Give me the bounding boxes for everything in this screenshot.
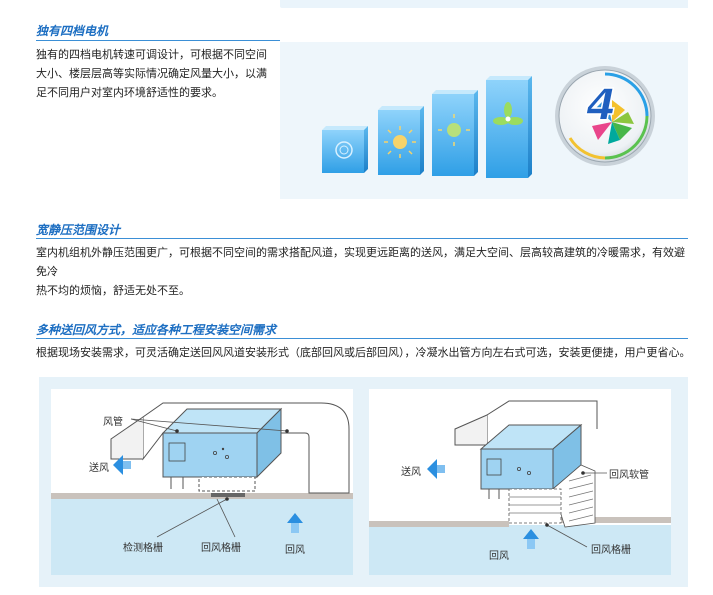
- label-return-grille: 回风格栅: [201, 543, 241, 554]
- body-line: 室内机组机外静压范围更广，可根据不同空间的需求搭配风道，实现更远距离的送风，满足…: [36, 246, 685, 278]
- installation-diagrams: 风管 送风 检测格栅 回风格栅 回风: [39, 377, 688, 587]
- speed-cube-1: [322, 126, 368, 173]
- section-title-air-modes: 多种送回风方式，适应各种工程安装空间需求: [36, 323, 277, 337]
- section-rule-static-pressure: [36, 238, 688, 239]
- body-line: 足不同用户对室内环境舒适性的要求。: [36, 86, 223, 99]
- return-arrow-icon: [287, 513, 303, 523]
- body-line: 根据现场安装需求，可灵活确定送回风风道安装形式（底部回风或后部回风），冷凝水出管…: [36, 346, 691, 359]
- speed-cube-2: [378, 106, 424, 175]
- badge-digit: 4: [585, 80, 617, 131]
- body-line: 热不均的烦恼，舒适无处不至。: [36, 284, 190, 297]
- supply-arrow-icon: [427, 459, 437, 479]
- motor-illustration-panel: 4: [280, 42, 688, 199]
- label-duct: 风管: [103, 417, 123, 428]
- four-speed-badge: 4: [555, 66, 655, 166]
- section-title-static-pressure: 宽静压范围设计: [36, 223, 121, 237]
- speed-cube-4: [486, 76, 532, 178]
- bottom-return-drawing: [51, 402, 353, 575]
- label-return-air: 回风: [489, 551, 509, 562]
- section-rule-motor: [36, 40, 280, 41]
- section-body-motor: 独有的四档电机转速可调设计，可根据不同空间 大小、楼层层高等实际情况确定风量大小…: [36, 45, 276, 102]
- section-body-air-modes: 根据现场安装需求，可灵活确定送回风风道安装形式（底部回风或后部回风），冷凝水出管…: [36, 343, 691, 362]
- body-line: 独有的四档电机转速可调设计，可根据不同空间: [36, 48, 267, 61]
- label-inspect-grille: 检测格栅: [123, 543, 163, 554]
- rear-return-drawing: [369, 400, 671, 575]
- section-body-static-pressure: 室内机组机外静压范围更广，可根据不同空间的需求搭配风道，实现更远距离的送风，满足…: [36, 243, 691, 300]
- section-rule-air-modes: [36, 338, 688, 339]
- pinwheel-icon: [592, 98, 634, 144]
- supply-arrow-icon: [113, 455, 123, 475]
- label-supply: 送风: [89, 463, 109, 474]
- section-title-motor: 独有四档电机: [36, 24, 109, 38]
- return-arrow-icon: [523, 529, 539, 539]
- top-panel-strip: [280, 0, 688, 8]
- body-line: 大小、楼层层高等实际情况确定风量大小，以满: [36, 67, 267, 80]
- motor-speed-illustration: 4: [322, 66, 655, 178]
- speed-cube-3: [432, 90, 478, 176]
- label-supply: 送风: [401, 467, 421, 478]
- label-soft-duct: 回风软管: [609, 470, 649, 481]
- label-return-grille: 回风格栅: [591, 545, 631, 556]
- label-return-air: 回风: [285, 545, 305, 556]
- diagram-bottom-return: 风管 送风 检测格栅 回风格栅 回风: [51, 389, 353, 575]
- diagram-rear-return: 送风 回风软管 回风 回风格栅: [369, 389, 671, 575]
